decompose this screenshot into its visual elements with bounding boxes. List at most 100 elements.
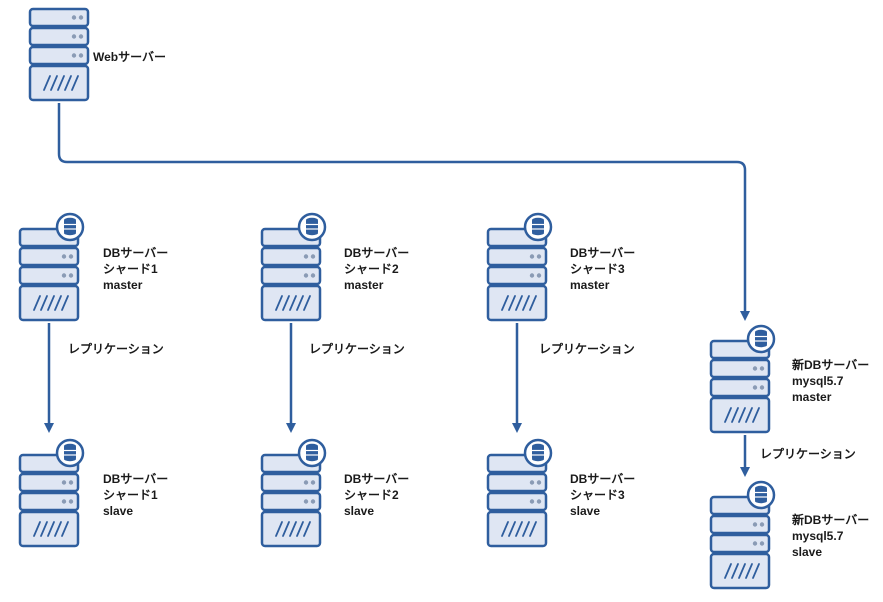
rack-unit	[28, 26, 90, 47]
led-dot	[752, 522, 758, 527]
web-server-label: Webサーバー	[93, 49, 166, 65]
rack-unit	[260, 472, 322, 493]
led-dot	[759, 541, 765, 546]
shard2-master-node	[260, 212, 327, 322]
led-dot	[310, 254, 316, 259]
shard2-slave-node	[260, 438, 327, 548]
vent-slash	[282, 295, 290, 311]
shard2-master-label: DBサーバー シャード2 master	[344, 245, 409, 293]
led-dot	[61, 254, 67, 259]
vent-slash	[745, 563, 753, 579]
led-dot	[310, 273, 316, 278]
vent-slash	[33, 295, 41, 311]
shard3-master-line-3: master	[570, 278, 610, 292]
shard1-replication-label: レプリケーション	[68, 342, 164, 356]
database-icon	[55, 438, 85, 468]
vent-slash	[752, 407, 760, 423]
led-dot	[303, 480, 309, 485]
led-dot	[529, 480, 535, 485]
shard1-slave-node	[18, 438, 85, 548]
vent-slash	[515, 521, 523, 537]
vent-unit	[260, 510, 322, 548]
server-nodes	[18, 7, 776, 590]
new-db-replication-label: レプリケーション	[760, 447, 856, 461]
vent-slash	[289, 295, 297, 311]
vent-slash	[275, 295, 283, 311]
web-server-label-line: Webサーバー	[93, 50, 166, 64]
vent-unit	[486, 510, 548, 548]
vent-slash	[40, 295, 48, 311]
shard1-slave-label: DBサーバー シャード1 slave	[103, 471, 168, 519]
new-db-master-line-2: mysql5.7	[792, 374, 844, 388]
rack-unit	[709, 377, 771, 398]
shard2-replication-text: レプリケーション	[309, 342, 405, 356]
shard2-slave-line-2: シャード2	[344, 488, 399, 502]
rack-unit	[260, 246, 322, 267]
led-dot	[303, 499, 309, 504]
shard2-slave-line-3: slave	[344, 504, 375, 518]
vent-slash	[501, 521, 509, 537]
led-dot	[759, 522, 765, 527]
vent-slash	[529, 521, 537, 537]
shard1-slave-line-2: シャード1	[103, 488, 158, 502]
connections	[44, 103, 750, 477]
led-dot	[310, 499, 316, 504]
shard3-master-line-1: DBサーバー	[570, 246, 636, 260]
rack-unit	[18, 472, 80, 493]
vent-slash	[282, 521, 290, 537]
led-dot	[303, 273, 309, 278]
new-db-master-line-1: 新DBサーバー	[792, 358, 870, 372]
vent-slash	[724, 407, 732, 423]
rack-unit	[260, 265, 322, 286]
led-dot	[536, 254, 542, 259]
database-icon	[55, 212, 85, 242]
shard3-replication-label: レプリケーション	[539, 342, 635, 356]
shard3-slave-line-2: シャード3	[570, 488, 625, 502]
vent-slash	[289, 521, 297, 537]
vent-slash	[738, 407, 746, 423]
led-dot	[68, 273, 74, 278]
shard2-replication-label: レプリケーション	[309, 342, 405, 356]
shard2-master-line-2: シャード2	[344, 262, 399, 276]
shard3-slave-line-3: slave	[570, 504, 601, 518]
rack-unit	[486, 491, 548, 512]
vent-slash	[43, 75, 51, 91]
vent-slash	[275, 521, 283, 537]
led-dot	[78, 53, 84, 58]
shard3-replication-text: レプリケーション	[539, 342, 635, 356]
vent-slash	[529, 295, 537, 311]
new-db-slave-line-3: slave	[792, 545, 823, 559]
vent-unit	[709, 552, 771, 590]
led-dot	[78, 34, 84, 39]
vent-slash	[47, 521, 55, 537]
vent-slash	[724, 563, 732, 579]
led-dot	[529, 499, 535, 504]
led-dot	[536, 480, 542, 485]
vent-slash	[501, 295, 509, 311]
vent-slash	[745, 407, 753, 423]
led-dot	[71, 34, 77, 39]
led-dot	[68, 480, 74, 485]
led-dot	[529, 273, 535, 278]
shard1-slave-line-3: slave	[103, 504, 134, 518]
shard3-slave-line-1: DBサーバー	[570, 472, 636, 486]
vent-unit	[18, 284, 80, 322]
shard2-master-line-1: DBサーバー	[344, 246, 410, 260]
vent-unit	[709, 396, 771, 434]
vent-slash	[738, 563, 746, 579]
shard1-master-line-2: シャード1	[103, 262, 158, 276]
shard1-master-label: DBサーバー シャード1 master	[103, 245, 168, 293]
shard3-slave-label: DBサーバー シャード3 slave	[570, 471, 635, 519]
rack-unit	[18, 265, 80, 286]
rack-unit	[260, 491, 322, 512]
vent-slash	[296, 295, 304, 311]
rack-unit	[709, 533, 771, 554]
database-icon	[297, 212, 327, 242]
shard3-slave-node	[486, 438, 553, 548]
vent-slash	[40, 521, 48, 537]
led-dot	[759, 366, 765, 371]
shard3-master-label: DBサーバー シャード3 master	[570, 245, 635, 293]
web-to-new-db-arrow	[57, 103, 750, 321]
